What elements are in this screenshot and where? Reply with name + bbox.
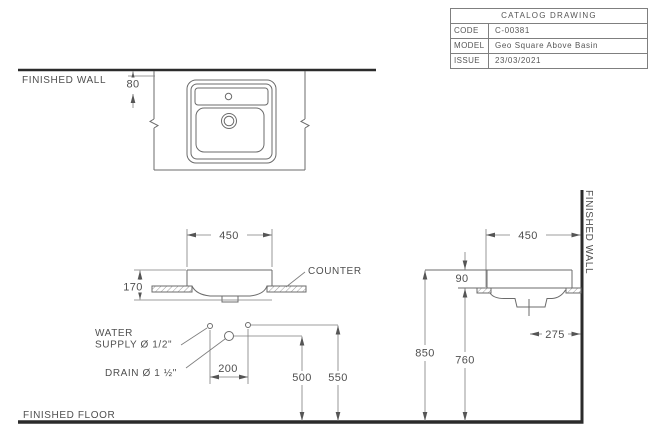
code-label: CODE: [451, 24, 489, 38]
front-dim-450-text: 450: [219, 230, 239, 242]
water-supply-leader: [180, 327, 208, 346]
front-dim-170: [134, 269, 272, 301]
finished-floor-label: FINISHED FLOOR: [23, 410, 115, 421]
front-counter-sections: [151, 285, 307, 293]
title-block: CATALOG DRAWING CODE C-00381 MODEL Geo S…: [450, 8, 648, 69]
side-dim-275-text: 275: [545, 329, 565, 341]
side-basin: [486, 270, 573, 316]
fixture-points: [180, 322, 341, 421]
counter-label: COUNTER: [308, 266, 362, 277]
faucet-hole: [224, 92, 233, 101]
water-supply-point-left: [207, 323, 213, 329]
side-dim-760-text: 760: [455, 355, 475, 367]
dim-500-text: 500: [292, 372, 312, 384]
drain-hole-inner: [223, 115, 235, 127]
front-view: [116, 229, 307, 303]
drawing-labels: FINISHED WALL 80 450 170 COUNTER WATER S…: [22, 75, 594, 421]
front-dim-450: [186, 229, 273, 267]
counter-leader-line: [285, 271, 306, 288]
plan-view: [123, 71, 311, 171]
finished-wall-right-label: FINISHED WALL: [583, 190, 594, 274]
front-drain-stub: [221, 296, 239, 303]
drain-hole-outer: [221, 113, 237, 129]
structure-lines: [18, 68, 584, 424]
drain-leader: [185, 338, 226, 369]
code-value: C-00381: [495, 26, 530, 35]
dim-80-text: 80: [126, 79, 139, 91]
side-dim-90-text: 90: [455, 273, 468, 285]
model-value: Geo Square Above Basin: [495, 41, 599, 50]
model-label: MODEL: [451, 39, 489, 53]
front-dim-170-text: 170: [123, 282, 143, 294]
front-basin: [186, 269, 273, 303]
plan-basin: [186, 79, 277, 164]
side-counter: [458, 287, 582, 294]
title-block-row-issue: ISSUE 23/03/2021: [451, 54, 647, 68]
dim-200: [209, 329, 249, 384]
plan-counter-outline: [148, 71, 311, 171]
finished-wall-top-label: FINISHED WALL: [22, 75, 106, 86]
title-block-row-code: CODE C-00381: [451, 24, 647, 39]
drain-label: DRAIN Ø 1 ½": [105, 368, 177, 379]
side-dim-450: [485, 229, 581, 287]
drain-point: [224, 331, 234, 341]
water-supply-label-line1: WATER: [95, 328, 133, 339]
water-supply-point-right: [245, 322, 251, 328]
title-block-row-model: MODEL Geo Square Above Basin: [451, 39, 647, 54]
issue-value: 23/03/2021: [495, 56, 542, 65]
dim-550-text: 550: [328, 372, 348, 384]
side-view: [422, 229, 582, 421]
side-dim-850-text: 850: [415, 348, 435, 360]
dim-200-text: 200: [218, 363, 238, 375]
water-supply-label-line2: SUPPLY Ø 1/2": [95, 340, 172, 351]
title-block-header: CATALOG DRAWING: [451, 9, 647, 24]
issue-label: ISSUE: [451, 54, 489, 68]
side-dim-450-text: 450: [518, 230, 538, 242]
